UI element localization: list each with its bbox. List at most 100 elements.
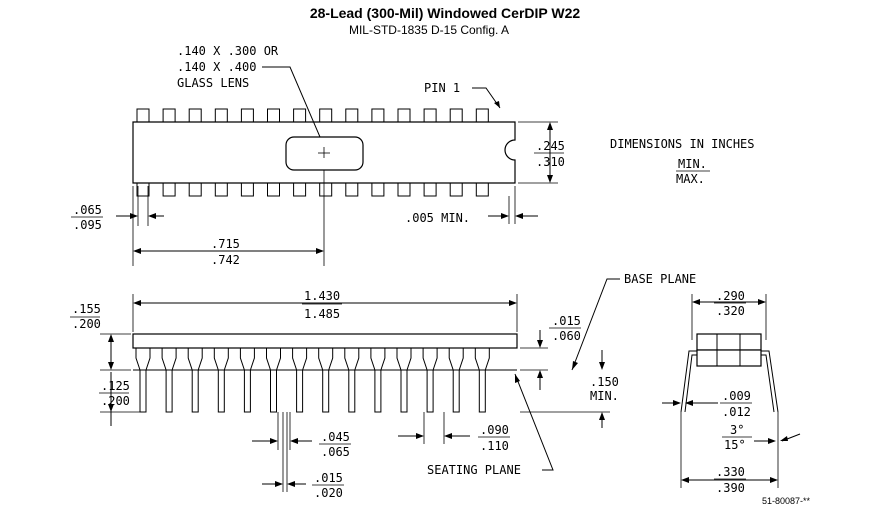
span-min: .330 <box>716 465 745 479</box>
lead-pins-side <box>139 369 486 413</box>
top-pins-lower <box>136 182 489 197</box>
lead-shoulder <box>161 348 177 371</box>
pin-bottom <box>293 182 307 197</box>
window-pos-max: .742 <box>211 253 240 267</box>
body-width-max: .310 <box>536 155 565 169</box>
pin1-label: PIN 1 <box>424 81 460 95</box>
lead-pin <box>191 369 199 413</box>
lead-pin <box>426 369 434 413</box>
seating-plane-leader <box>514 373 554 471</box>
lead-shoulder <box>239 348 255 371</box>
glass-window <box>285 136 364 171</box>
lead-pin <box>452 369 460 413</box>
lead-thickness-min: .009 <box>722 389 751 403</box>
end-body-upper <box>696 333 762 351</box>
pitch-max: .110 <box>480 439 509 453</box>
angle-max: 15° <box>724 438 746 452</box>
lead-pin <box>400 369 408 413</box>
angle-min: 3° <box>730 423 744 437</box>
pin-bottom <box>371 182 385 197</box>
pin-bottom <box>449 182 463 197</box>
lens-label-3: GLASS LENS <box>177 76 249 90</box>
pin-top <box>475 108 489 123</box>
pin-bottom <box>267 182 280 197</box>
lead-spacing-min: .005 MIN. <box>405 211 470 225</box>
end-view: .290 .320 .009 .012 3° 15° <box>662 289 801 495</box>
lead-length-max: .200 <box>101 394 130 408</box>
lead-pin <box>322 369 330 413</box>
lead-shoulder <box>292 348 308 371</box>
pin-top <box>449 108 463 123</box>
height-min: .155 <box>72 302 101 316</box>
body-width-min: .245 <box>536 139 565 153</box>
lead-width-max: .020 <box>314 486 343 500</box>
pin-top <box>345 108 359 123</box>
pin-top <box>240 108 254 123</box>
pin-top <box>188 108 202 123</box>
pin-top <box>136 108 150 123</box>
pin-top <box>319 108 333 123</box>
lens-label-2: .140 X .400 <box>177 60 256 74</box>
lead-pin <box>139 369 147 413</box>
drawing-title: 28-Lead (300-Mil) Windowed CerDIP W22 <box>310 5 581 21</box>
pin-top <box>293 108 307 123</box>
lead-shoulder <box>474 348 490 371</box>
end-lead-min: .065 <box>73 203 102 217</box>
units-min: MIN. <box>678 157 707 171</box>
lead-pin <box>217 369 225 413</box>
pin-bottom <box>136 182 150 197</box>
lead-shoulder <box>396 348 412 371</box>
lead-pin <box>296 369 304 413</box>
pin-top <box>162 108 176 123</box>
lead-pin <box>478 369 486 413</box>
end-body-lower <box>696 349 762 367</box>
pin-bottom <box>188 182 202 197</box>
lead-shoulder <box>318 348 334 371</box>
pin-bottom <box>397 182 411 197</box>
drawing-subtitle: MIL-STD-1835 D-15 Config. A <box>349 23 509 37</box>
row-spacing-max: .320 <box>716 304 745 318</box>
base-plane-label: BASE PLANE <box>624 272 696 286</box>
standoff-min: .015 <box>552 314 581 328</box>
lead-shoulder <box>422 348 438 371</box>
lead-pin <box>270 369 277 413</box>
pitch-min: .090 <box>480 423 509 437</box>
pin-top <box>267 108 280 123</box>
lead-length-min: .125 <box>101 379 130 393</box>
lead-shoulder <box>448 348 464 371</box>
lead-shoulders <box>135 348 490 371</box>
base-plane-leader <box>571 278 620 371</box>
height-max: .200 <box>72 317 101 331</box>
standoff-max: .060 <box>552 329 581 343</box>
end-lead-max: .095 <box>73 218 102 232</box>
lead-pin <box>165 369 173 413</box>
lead-pin <box>243 369 251 413</box>
shoulder-min: .045 <box>321 430 350 444</box>
side-view: 1.430 1.485 .155 .200 .125 .200 .015 <box>70 272 696 500</box>
pin1-leader <box>472 87 501 109</box>
top-view: .140 X .300 OR .140 X .400 GLASS LENS PI… <box>71 44 755 267</box>
lead-shoulder <box>187 348 203 371</box>
pin-bottom <box>162 182 176 197</box>
pin-bottom <box>475 182 489 197</box>
pin-top <box>371 108 385 123</box>
end-lead-left <box>680 350 697 413</box>
length-max: 1.485 <box>304 307 340 321</box>
pin-top <box>214 108 228 123</box>
span-max: .390 <box>716 481 745 495</box>
lens-leader <box>262 66 321 138</box>
lead-shoulder <box>344 348 360 371</box>
units-max: MAX. <box>676 172 705 186</box>
pin-bottom <box>423 182 437 197</box>
lead-shoulder <box>213 348 229 371</box>
row-spacing-min: .290 <box>716 289 745 303</box>
lead-shoulder <box>135 348 151 371</box>
lead-width-min: .015 <box>314 471 343 485</box>
lead-pin <box>348 369 356 413</box>
pin-top <box>423 108 437 123</box>
seat-min-value: .150 <box>590 375 619 389</box>
lens-label-1: .140 X .300 OR <box>177 44 279 58</box>
pin-bottom <box>214 182 228 197</box>
drawing-number: 51-80087-** <box>762 496 811 506</box>
